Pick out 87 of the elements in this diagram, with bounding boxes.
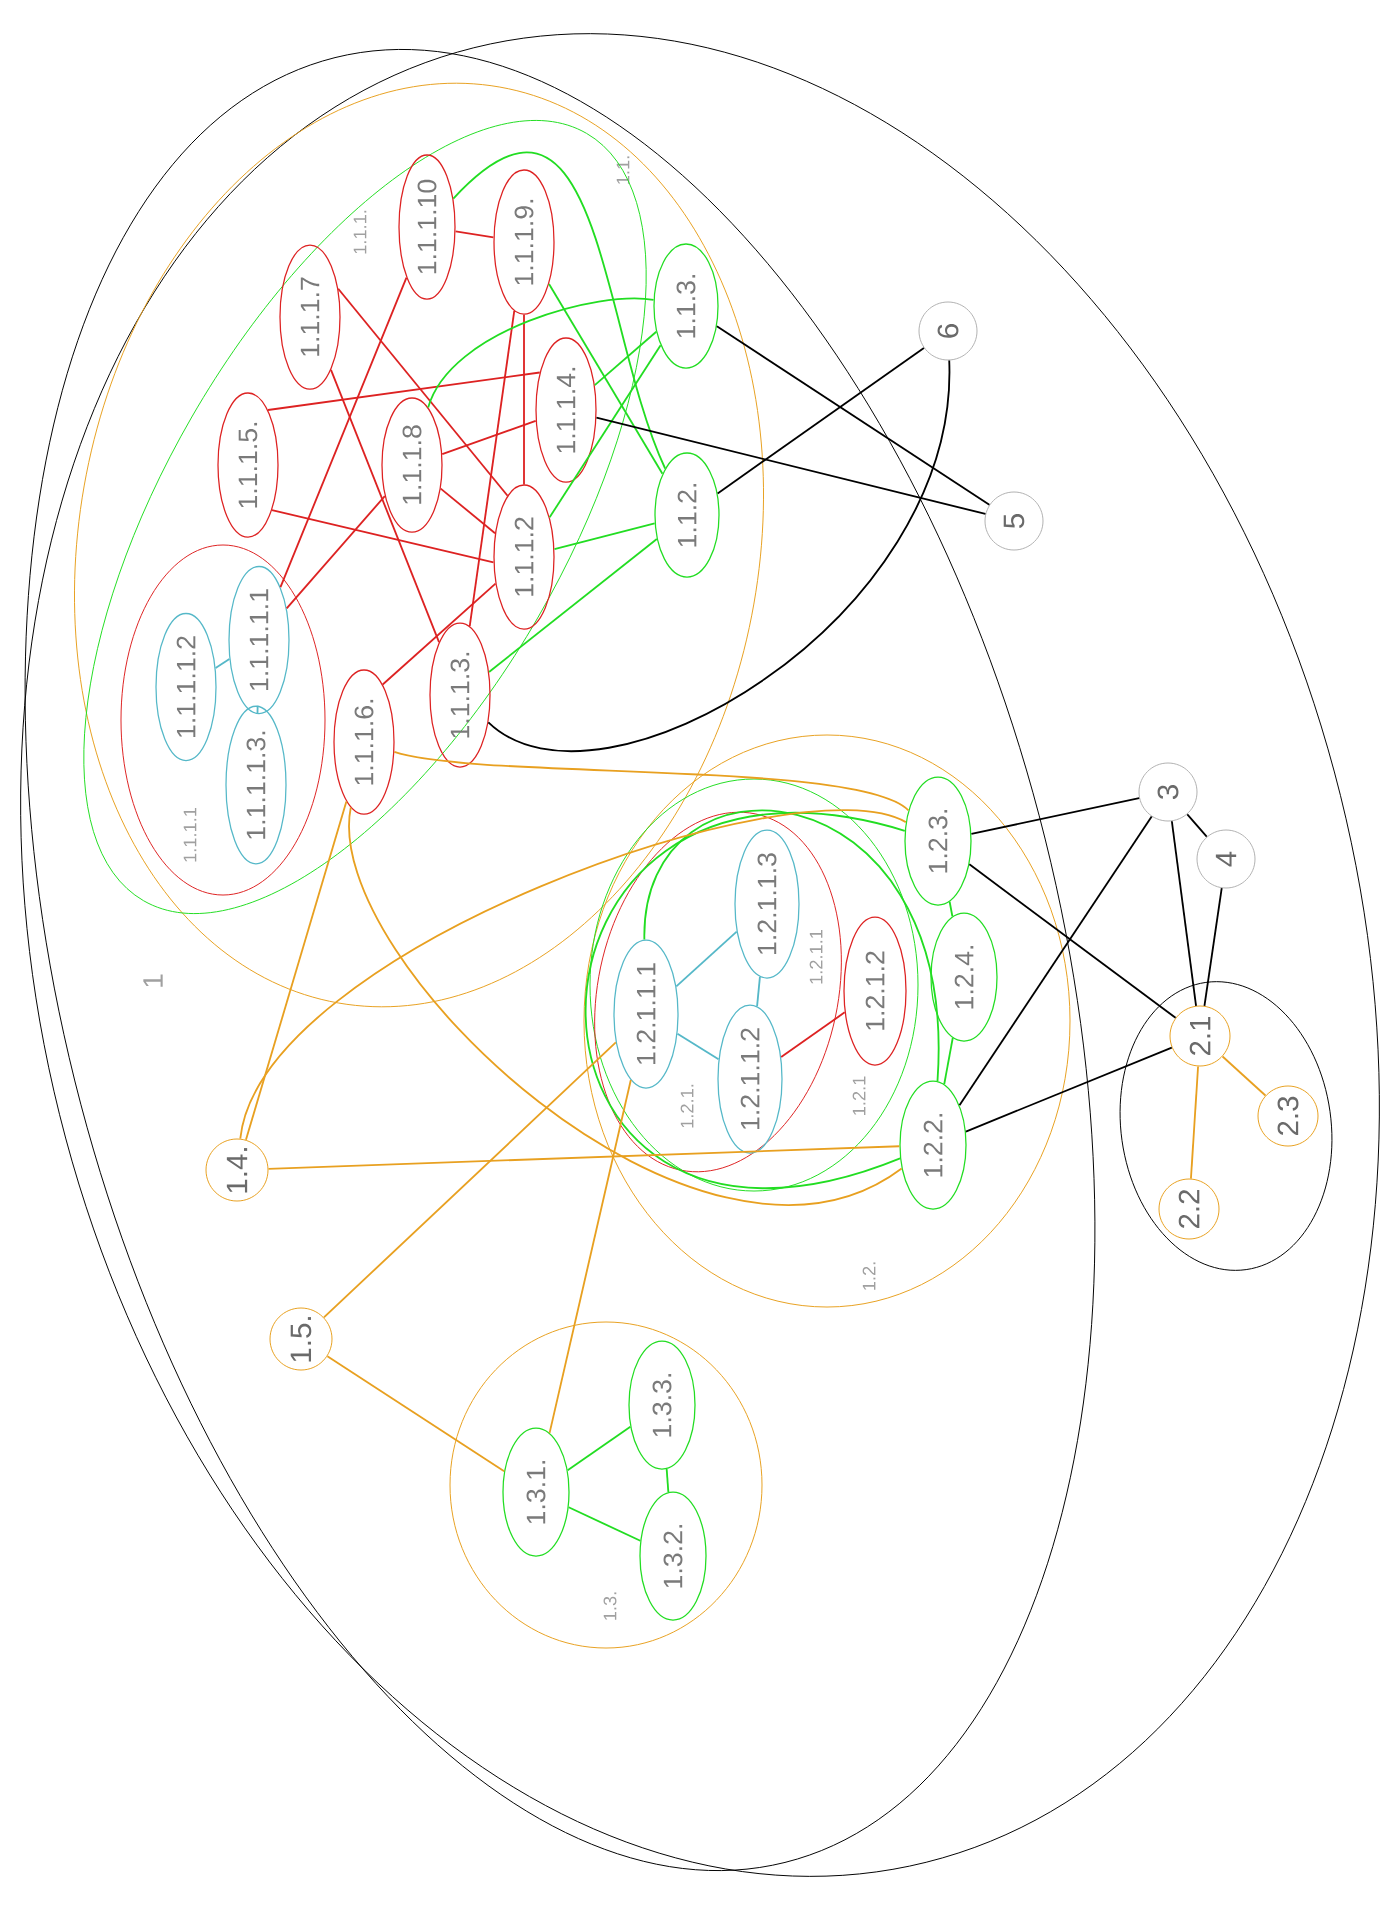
connector-line xyxy=(756,975,761,1008)
connector-line xyxy=(965,1046,1173,1133)
connector-line xyxy=(326,1355,506,1473)
connector-line xyxy=(595,416,987,515)
connector-line xyxy=(567,1506,642,1542)
connector-line xyxy=(285,495,386,610)
circle-node: 2.3 xyxy=(1257,1085,1319,1147)
ellipse-node: 1.1.1.2 xyxy=(493,484,555,630)
ellipse-node: 1.1.3. xyxy=(653,243,719,369)
connector-line xyxy=(1203,887,1223,1007)
connector-line xyxy=(239,810,907,1140)
connector-line xyxy=(665,1468,670,1493)
ellipse-node: 1.1.1.8 xyxy=(381,397,443,533)
connector-line xyxy=(349,806,903,1206)
ellipse-node: 1.1.1.9. xyxy=(493,169,555,315)
connector-line xyxy=(643,809,939,1082)
connector-line xyxy=(715,325,991,506)
connector-line xyxy=(279,276,408,589)
ellipse-node: 1.3.3. xyxy=(628,1340,696,1470)
connector-line xyxy=(548,1079,632,1434)
ellipse-node: 1.1.1.10 xyxy=(398,154,456,300)
connector-line xyxy=(271,509,495,564)
circle-node: 1.4. xyxy=(205,1138,269,1202)
connector-line xyxy=(487,359,951,752)
connector-line xyxy=(1170,820,1197,1007)
connector-line xyxy=(267,1145,901,1170)
connector-line xyxy=(337,287,509,497)
connector-line xyxy=(267,371,541,411)
ellipse-node: 1.1.1.4. xyxy=(535,337,597,483)
circle-node: 2.1 xyxy=(1169,1005,1231,1067)
connector-line xyxy=(523,313,525,486)
connector-line xyxy=(958,815,1153,1107)
connector-line xyxy=(452,152,667,470)
connector-line xyxy=(245,800,348,1141)
connector-line xyxy=(780,1011,846,1058)
connector-line xyxy=(381,582,497,686)
circle-node: 2.2 xyxy=(1158,1178,1220,1240)
connector-line xyxy=(968,863,1177,1019)
connector-line xyxy=(566,1425,632,1472)
connector-line xyxy=(1186,813,1208,838)
ellipse-node: 1.2.4. xyxy=(930,912,998,1042)
group-ellipse xyxy=(1119,981,1333,1271)
circle-node: 6 xyxy=(918,301,978,361)
connector-line xyxy=(256,704,259,715)
circle-node: 1.5. xyxy=(269,1307,333,1371)
connector-line xyxy=(943,1037,954,1085)
connector-line xyxy=(323,1041,617,1319)
connector-line xyxy=(593,330,658,386)
ellipse-node: 1.2.1.1.1 xyxy=(613,939,679,1089)
ellipse-node: 1.1.2. xyxy=(654,452,720,578)
ellipse-node: 1.3.1. xyxy=(502,1427,570,1557)
ellipse-node: 1.1.1.5. xyxy=(217,392,279,538)
ellipse-node: 1.1.1.1.2 xyxy=(155,612,217,762)
connector-line xyxy=(970,797,1141,835)
ellipse-node: 1.3.2. xyxy=(639,1491,707,1621)
connector-line xyxy=(468,309,516,628)
connector-line xyxy=(427,297,655,409)
connector-line xyxy=(330,369,440,644)
ellipse-node: 1.1.1.7 xyxy=(279,244,341,390)
connector-line xyxy=(548,344,662,519)
connector-line xyxy=(1221,1055,1267,1097)
ellipse-node: 1.2.1.1.2 xyxy=(717,1004,783,1154)
connector-line xyxy=(553,522,656,551)
connector-line xyxy=(675,930,738,988)
ellipse-node: 1.2.1.2 xyxy=(843,916,907,1066)
connector-line xyxy=(439,487,496,535)
circle-node: 5 xyxy=(984,491,1044,551)
ellipse-node: 1.2.2. xyxy=(899,1080,967,1210)
connector-line xyxy=(441,419,537,456)
circle-node: 4 xyxy=(1196,829,1256,889)
ellipse-node: 1.1.1.1.1 xyxy=(228,565,290,715)
connector-line xyxy=(488,538,658,673)
connector-line xyxy=(214,658,231,669)
connector-line xyxy=(948,900,954,918)
group-label: 1.2.1. xyxy=(680,1084,694,1128)
ellipse-node: 1.1.1.3. xyxy=(429,622,491,768)
ellipse-node: 1.2.3. xyxy=(904,776,972,906)
connector-line xyxy=(393,751,910,812)
circle-node: 3 xyxy=(1138,762,1198,822)
ellipse-node: 1.1.1.6. xyxy=(333,669,395,815)
ellipse-node: 1.1.1.1.3. xyxy=(225,705,287,865)
connector-line xyxy=(1190,1065,1199,1180)
connector-line xyxy=(716,347,925,495)
connector-line xyxy=(548,283,664,475)
connector-line xyxy=(454,230,495,239)
connector-line xyxy=(676,1032,720,1061)
ellipse-node: 1.2.1.1.3 xyxy=(734,829,800,979)
